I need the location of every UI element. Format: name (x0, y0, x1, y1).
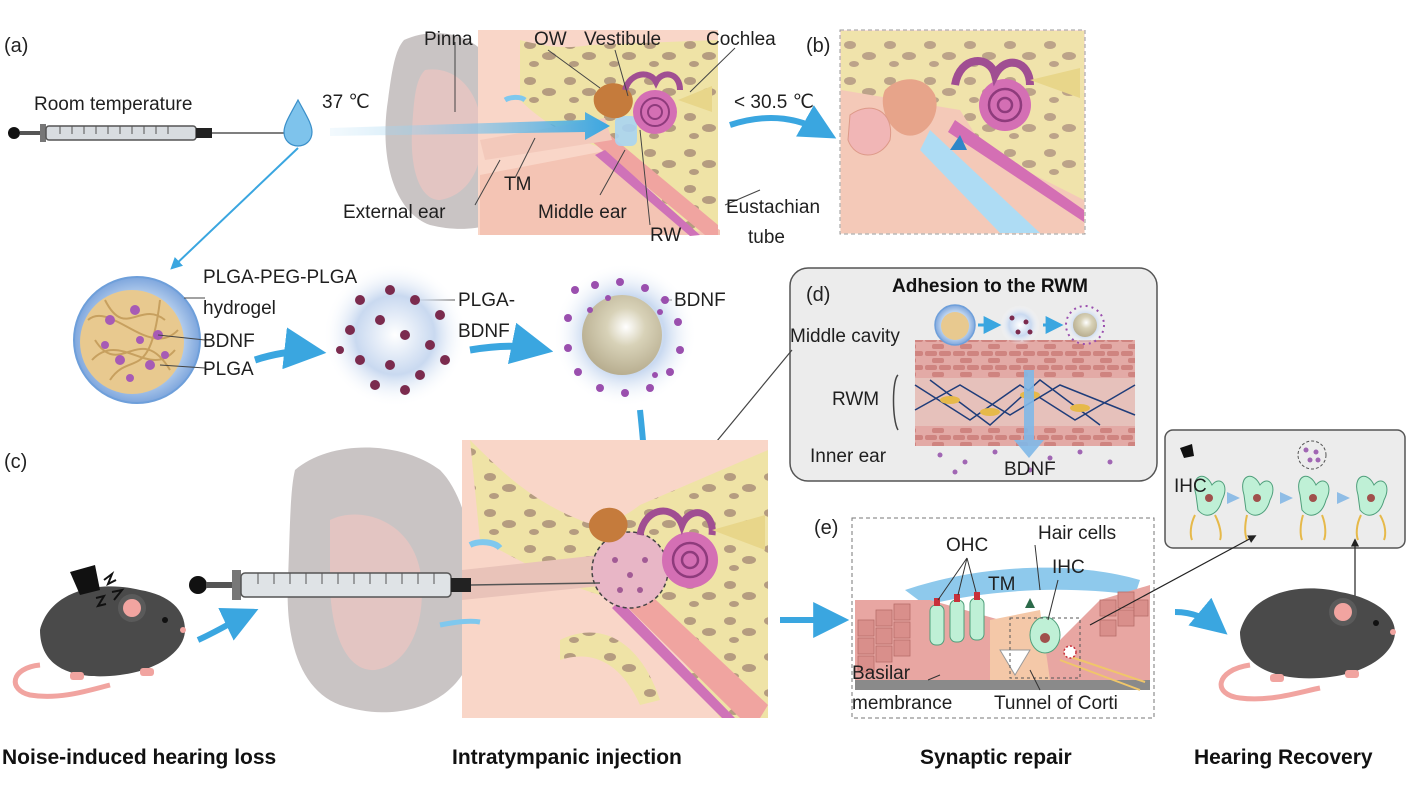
bdnf-label: BDNF (203, 331, 255, 352)
tm-label: TM (504, 174, 532, 195)
panel-label-b: (b) (806, 35, 831, 57)
caption-recovery: Hearing Recovery (1194, 746, 1373, 769)
basilar-label-1: Basilar (852, 663, 911, 684)
mouse-noise (12, 586, 186, 699)
syringe-c (189, 570, 601, 600)
middle-ear-label: Middle ear (538, 202, 627, 223)
panel-label-d: (d) (806, 284, 831, 306)
mouse-recovered (1218, 588, 1396, 702)
arrow-noise-to-injection (196, 607, 259, 643)
injection-arrow-a (330, 112, 610, 140)
panel-e-ihc-label: IHC (1052, 557, 1085, 578)
panel-d-bdnf-label: BDNF (1004, 459, 1056, 480)
caption-repair: Synaptic repair (920, 746, 1072, 769)
panel-b-zoom (839, 29, 1086, 235)
panel-label-c: (c) (4, 451, 28, 473)
hydrogel-label-1: PLGA-PEG-PLGA (203, 267, 358, 288)
eustachian-label-2: tube (748, 227, 785, 248)
repair-box-ihc-label: IHC (1174, 476, 1207, 497)
eustachian-label-1: Eustachian (726, 197, 821, 218)
panel-d-box (789, 267, 1158, 482)
panel-e-tm-label: TM (988, 574, 1016, 595)
body-temperature-label: 37 ℃ (322, 92, 370, 113)
ear-anatomy-a (385, 30, 720, 236)
arrow-hydrogel-to-release (253, 327, 327, 370)
leader-lines-a (454, 42, 761, 226)
connector-e-to-box (1089, 535, 1257, 626)
arrow-release-to-core (469, 322, 554, 365)
hair-cells-label: Hair cells (1038, 523, 1117, 544)
arrow-droplet-to-hydrogel (170, 147, 299, 270)
cooling-temperature-label: < 30.5 ℃ (734, 92, 814, 113)
room-temperature-label: Room temperature (34, 94, 193, 115)
inner-ear-label: Inner ear (810, 446, 887, 467)
release-cloud (323, 263, 467, 407)
cochlea-label: Cochlea (706, 29, 776, 50)
ihc-repair-box (1164, 429, 1406, 549)
panel-d-title: Adhesion to the RWM (892, 276, 1088, 297)
pinna-label: Pinna (424, 29, 473, 50)
droplet-icon (283, 98, 313, 147)
hydrogel-label-2: hydrogel (203, 298, 276, 319)
syringe-a (8, 124, 290, 142)
arrow-repair-to-recovery (1174, 597, 1228, 635)
rw-label: RW (650, 225, 682, 246)
caption-injection: Intratympanic injection (452, 746, 682, 769)
plga-bdnf-label-2: BDNF (458, 321, 510, 342)
middle-cavity-label: Middle cavity (790, 326, 900, 347)
rwm-label: RWM (832, 389, 880, 410)
bdnf-release-core (553, 263, 697, 407)
noise-speaker-icon (70, 565, 125, 608)
basilar-label-2: membrance (852, 693, 953, 714)
caption-noise: Noise-induced hearing loss (2, 746, 277, 769)
plga-bdnf-label-1: PLGA- (458, 290, 516, 311)
released-bdnf-label: BDNF (674, 290, 726, 311)
ow-label: OW (534, 29, 567, 50)
panel-label-a: (a) (4, 35, 29, 57)
ohc-label: OHC (946, 535, 989, 556)
vestibule-label: Vestibule (584, 29, 662, 50)
plga-label: PLGA (203, 359, 254, 380)
hydrogel-sphere (73, 276, 201, 404)
external-ear-label: External ear (343, 202, 446, 223)
tunnel-of-corti-label: Tunnel of Corti (994, 693, 1118, 714)
panel-e-box (851, 517, 1155, 719)
panel-label-e: (e) (814, 517, 839, 539)
arrow-a-to-b (729, 105, 837, 139)
